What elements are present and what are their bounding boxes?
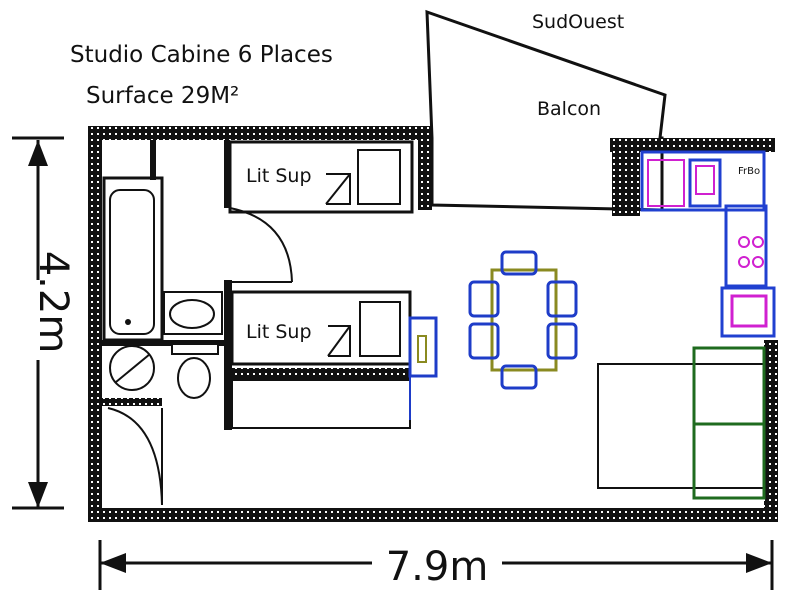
cooktop-burner <box>738 236 750 248</box>
cooktop-burner <box>738 256 750 268</box>
balcony-label: Balcon <box>537 98 601 120</box>
cabin-ladder <box>408 316 438 420</box>
dining-table <box>468 250 578 390</box>
plan-surface: Surface 29M² <box>86 83 239 109</box>
interior-walls <box>102 140 410 430</box>
height-dimension-label: 4.2m <box>30 251 76 354</box>
cooktop-burner <box>752 236 764 248</box>
kitchen-mark-label: FrBo <box>738 166 760 177</box>
cabin-bed-upper-1: Lit Sup <box>228 140 414 214</box>
bathroom-door-swing <box>107 407 163 506</box>
cabin-door-swing <box>229 207 293 283</box>
cooktop-burner <box>752 256 764 268</box>
exterior-walls <box>88 126 778 522</box>
bed-upper-2-label: Lit Sup <box>246 321 312 343</box>
width-dimension: 7.9m <box>98 540 774 590</box>
toilet <box>177 357 211 399</box>
width-dimension-label: 7.9m <box>386 544 489 590</box>
cabin-bed-upper-2: Lit Sup <box>230 290 412 429</box>
height-dimension: 4.2m <box>12 136 76 510</box>
microwave <box>720 286 776 338</box>
washbasin <box>163 291 223 335</box>
bed-upper-1-label: Lit Sup <box>246 165 312 187</box>
plan-title: Studio Cabine 6 Places <box>70 42 333 68</box>
bathroom <box>102 176 226 506</box>
kitchenette: FrBo <box>640 150 776 338</box>
orientation-label: SudOuest <box>532 11 624 33</box>
sofa-bed <box>597 346 766 500</box>
washing-machine <box>109 345 155 391</box>
